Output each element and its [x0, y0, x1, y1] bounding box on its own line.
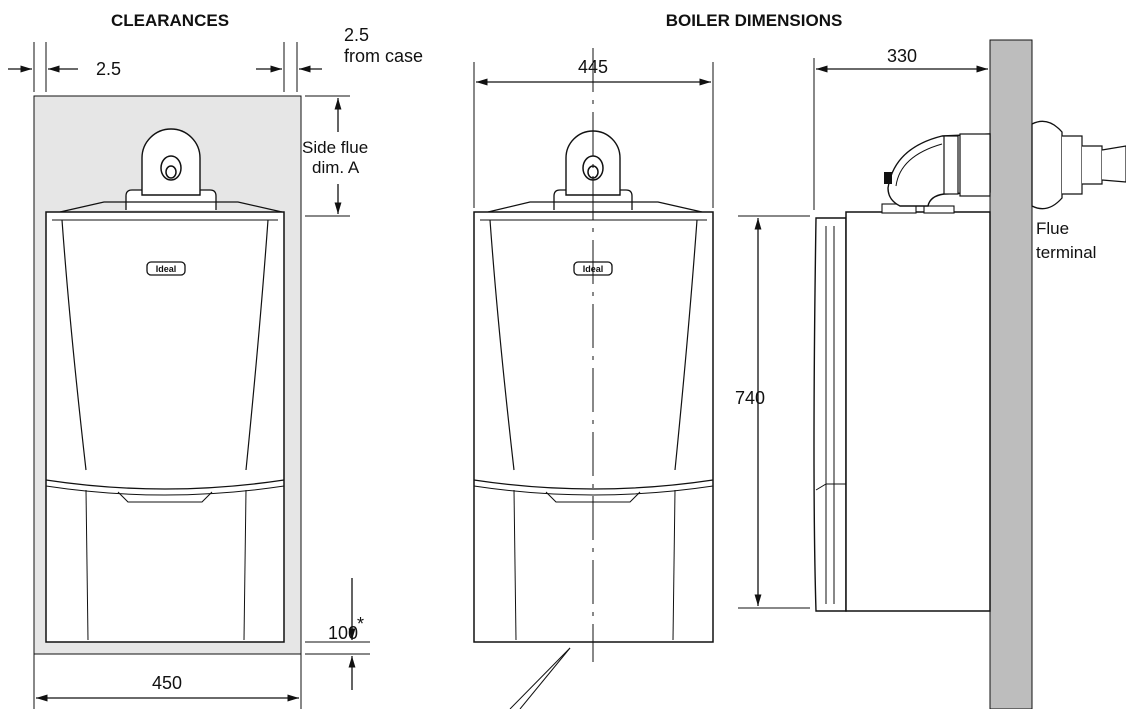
side-clearance-right-value: 2.5 — [344, 25, 369, 45]
height-dimension: 740 — [735, 215, 810, 609]
wall — [989, 39, 1033, 709]
flue-terminal-icon — [1031, 120, 1063, 210]
side-clearance-left: 2.5 — [96, 59, 121, 79]
flue-terminal-label-line1: Flue — [1036, 219, 1069, 238]
brand-badge-text: Ideal — [156, 264, 177, 274]
side-flue-label-line1: Side flue — [302, 138, 368, 157]
clearances-heading: CLEARANCES — [111, 11, 229, 30]
boiler-front-view: Ideal 445 — [473, 48, 714, 709]
boiler-front-clearance: Ideal — [45, 128, 285, 643]
boiler-side-view: Flue terminal 330 — [813, 39, 1126, 709]
clearances-view: Ideal 2.5 2.5 from case Side flue dim. A… — [8, 25, 423, 709]
boiler-depth: 330 — [887, 46, 917, 66]
boiler-dimensions-heading: BOILER DIMENSIONS — [666, 11, 843, 30]
brand-badge — [146, 261, 186, 276]
boiler-height: 740 — [735, 388, 765, 408]
flue-terminal-label-line2: terminal — [1036, 243, 1096, 262]
bottom-clearance: 100 — [328, 623, 358, 643]
side-flue-label-line2: dim. A — [312, 158, 360, 177]
side-clearance-right-note: from case — [344, 46, 423, 66]
boiler-width: 445 — [578, 57, 608, 77]
bottom-clearance-mark: * — [357, 614, 364, 634]
clearance-width: 450 — [152, 673, 182, 693]
